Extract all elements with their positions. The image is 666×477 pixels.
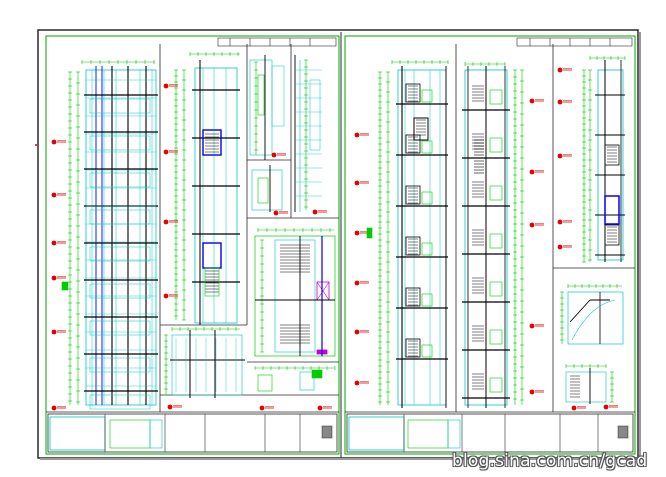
right-title-block <box>346 413 634 453</box>
elevation-drawings <box>35 52 626 411</box>
right-sheet-border <box>344 35 636 455</box>
left-sheet-border <box>45 35 340 455</box>
left-title-block <box>47 413 338 453</box>
watermark-text: blog.sina.com.cn/gcad <box>452 451 648 471</box>
right-panels <box>345 44 635 413</box>
top-title-strips <box>217 37 633 47</box>
